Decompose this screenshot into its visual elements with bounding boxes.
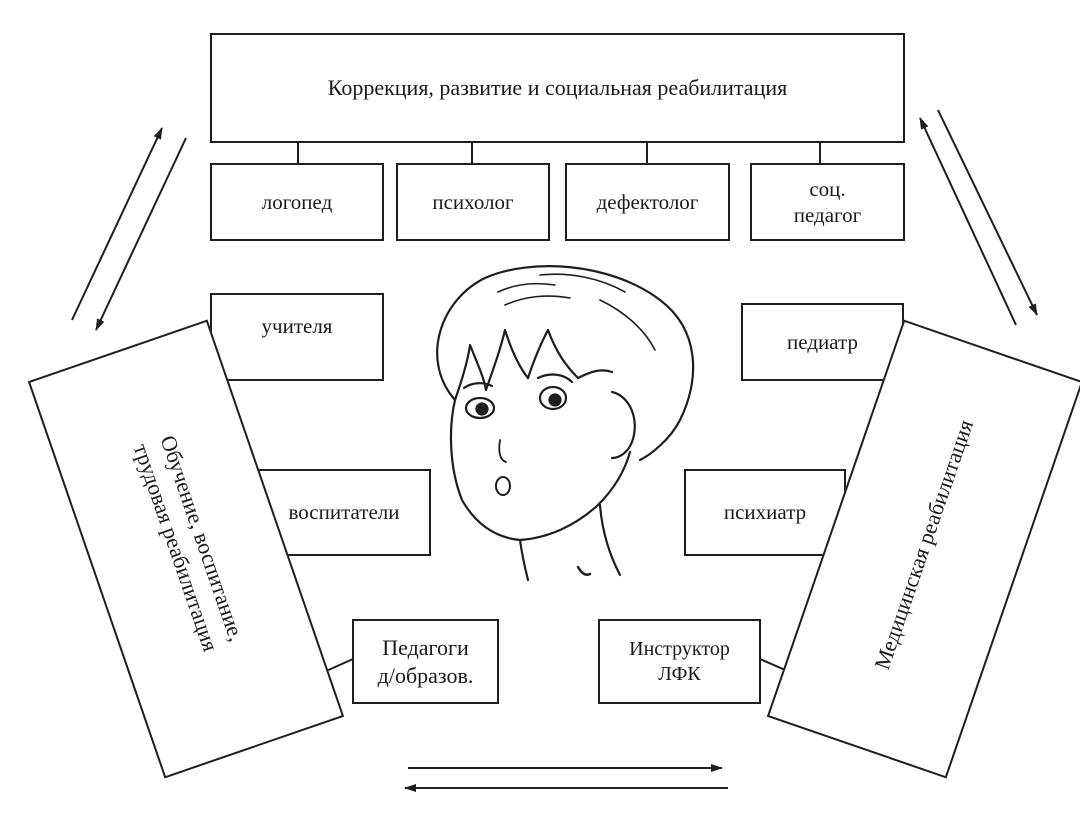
- label-soc-pedagog-line2: педагог: [793, 203, 862, 227]
- top-title: Коррекция, развитие и социальная реабили…: [327, 75, 788, 101]
- label-soc-pedagog-line1: соц.: [809, 176, 846, 201]
- label-vospitateli: воспитатели: [288, 500, 400, 525]
- arrow-left-up: [71, 127, 163, 321]
- box-soc-pedagog: соц. педагог: [750, 163, 905, 241]
- box-pediatr: педиатр: [741, 303, 904, 381]
- label-pedagogi-line1: Педагоги: [382, 635, 469, 660]
- label-pediatr: педиатр: [787, 329, 858, 354]
- label-instruktor-line2: ЛФК: [658, 662, 701, 685]
- box-defektolog: дефектолог: [565, 163, 730, 241]
- box-logoped: логопед: [210, 163, 384, 241]
- label-pedagogi-line2: д/образов.: [377, 662, 474, 688]
- label-psihiatr: психиатр: [723, 500, 807, 525]
- box-psihiatr: психиатр: [684, 469, 846, 556]
- label-defektolog: дефектолог: [596, 189, 699, 214]
- arrow-right-down: [937, 109, 1038, 316]
- arrow-right-up: [919, 117, 1017, 326]
- box-instruktor: Инструктор ЛФК: [598, 619, 761, 704]
- cycle-arrows: [71, 109, 1038, 792]
- label-instruktor-line1: Инструктор: [629, 637, 730, 660]
- top-connectors: [297, 143, 821, 163]
- box-pedagogi: Педагоги д/образов.: [352, 619, 499, 704]
- box-vospitateli: воспитатели: [257, 469, 431, 556]
- label-uchitelya: учителя: [261, 314, 333, 338]
- arrow-left-down: [95, 137, 187, 331]
- box-uchitelya: учителя: [210, 293, 384, 381]
- label-psycholog: психолог: [432, 189, 514, 214]
- box-psycholog: психолог: [396, 163, 550, 241]
- child-face-drawing: [436, 265, 695, 582]
- top-title-box: Коррекция, развитие и социальная реабили…: [210, 33, 905, 143]
- label-logoped: логопед: [261, 189, 333, 214]
